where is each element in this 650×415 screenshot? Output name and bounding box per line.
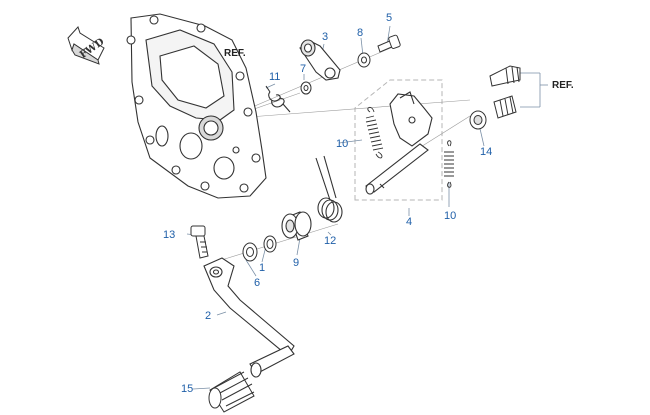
washer-8: [357, 52, 371, 68]
callout-4[interactable]: 4: [406, 216, 413, 228]
shift-pedal-2: [203, 257, 295, 378]
pedal-rubber-15: [208, 371, 255, 413]
callout-10-upper[interactable]: 10: [336, 138, 349, 150]
callout-9[interactable]: 9: [293, 257, 300, 269]
torsion-spring-12: [315, 155, 343, 223]
ref-label-right: REF.: [552, 80, 574, 91]
callout-12[interactable]: 12: [324, 235, 337, 247]
fwd-arrow-icon: [67, 26, 105, 65]
washer-7: [300, 81, 312, 95]
spring-11: [265, 85, 291, 113]
callout-13[interactable]: 13: [163, 229, 176, 241]
bolt-5: [377, 34, 401, 53]
callout-5[interactable]: 5: [386, 12, 393, 24]
callout-11[interactable]: 11: [269, 71, 281, 83]
bolt-13: [190, 225, 209, 259]
callout-1[interactable]: 1: [259, 262, 266, 274]
callout-6[interactable]: 6: [254, 277, 261, 289]
callout-3[interactable]: 3: [322, 31, 329, 43]
spring-10-upper: [365, 106, 384, 159]
ref-label-cover: REF.: [224, 48, 246, 59]
callout-7[interactable]: 7: [300, 63, 307, 75]
callout-8[interactable]: 8: [357, 27, 364, 39]
washer-6: [242, 242, 258, 262]
stopper-arm-3: [299, 39, 341, 81]
circlip-1: [263, 235, 277, 253]
callout-15[interactable]: 15: [181, 383, 194, 395]
spring-10-lower: [444, 140, 454, 188]
assembly-dashed-box: [354, 79, 443, 201]
crankcase-cover: [126, 13, 267, 199]
callout-10-lower[interactable]: 10: [444, 210, 457, 222]
ref-bolt-right: [489, 65, 521, 87]
bearing-14: [469, 95, 517, 130]
callout-2[interactable]: 2: [205, 310, 212, 322]
callout-14[interactable]: 14: [480, 146, 493, 158]
collar-9: [281, 211, 312, 241]
shift-shaft-assembly-4: [365, 91, 433, 195]
